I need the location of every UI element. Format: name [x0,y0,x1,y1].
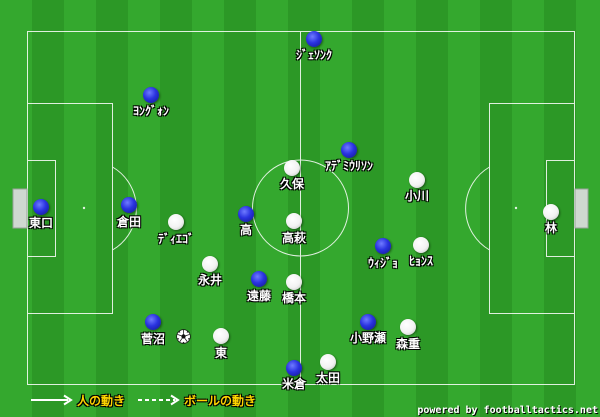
player-name: ｳｨｼﾞｮ [367,256,399,270]
player-marker [145,314,161,330]
player-marker [286,360,302,376]
player-marker [306,31,322,47]
player-name: 森重 [395,337,421,351]
player-name: 菅沼 [140,332,166,346]
soccer-ball-icon [176,329,191,344]
player-marker [341,142,357,158]
player-name: 永井 [197,273,223,287]
player-marker [213,328,229,344]
player-name: 倉田 [116,215,142,229]
legend-ball-move: ボールの動き [184,393,257,408]
player-name: ｼﾞｪｿﾝｸ [295,48,333,62]
credit-text: powered by footballtactics.net [417,405,598,416]
player-marker [168,214,184,230]
solid-arrow-icon [31,394,73,406]
player-name: 太田 [315,371,341,385]
player-name: ｱﾃﾞﾐｳﾘｿﾝ [324,159,374,173]
player-marker [400,319,416,335]
player-marker [121,197,137,213]
player-marker [413,237,429,253]
player-name: 小川 [404,189,430,203]
player-marker [360,314,376,330]
player-name: 久保 [279,177,305,191]
player-name: ﾖﾝｸﾞｫﾝ [132,104,170,118]
legend: 人の動き ボールの動き [30,390,268,410]
player-marker [286,274,302,290]
player-marker [143,87,159,103]
player-marker [320,354,336,370]
player-marker [251,271,267,287]
player-name: 遠藤 [246,289,272,303]
player-name: 米倉 [281,377,307,391]
player-name: 小野瀬 [349,331,387,345]
player-name: ﾋｮﾝｽ [408,254,434,268]
player-name: ﾃﾞｨｴｺﾞ [157,232,195,246]
player-marker [409,172,425,188]
player-marker [202,256,218,272]
player-marker [286,213,302,229]
player-name: 林 [544,221,558,235]
player-name: 東口 [28,216,54,230]
player-name: 東 [214,346,228,360]
player-marker [543,204,559,220]
player-name: 高萩 [281,231,307,245]
dashed-arrow-icon [138,394,180,406]
player-marker [375,238,391,254]
player-marker [33,199,49,215]
player-name: 橋本 [281,291,307,305]
legend-player-move: 人の動き [77,393,126,408]
player-marker [284,160,300,176]
player-name: 高 [239,223,253,237]
player-marker [238,206,254,222]
